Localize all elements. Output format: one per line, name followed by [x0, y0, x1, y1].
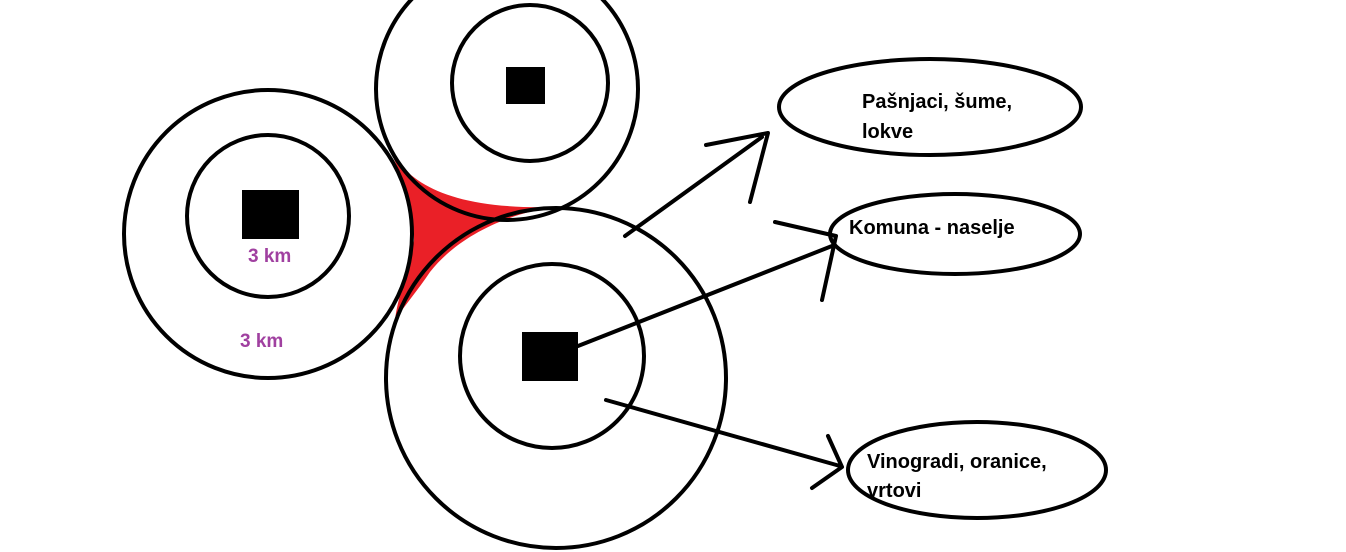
settlement-top — [374, 0, 640, 222]
zone-outer-ellipse — [777, 57, 1083, 157]
settlement-left-square — [242, 190, 299, 239]
settlement-left — [122, 88, 414, 380]
distance-label-outer: 3 km — [240, 331, 283, 352]
zone-center-ellipse — [828, 192, 1082, 276]
overlap-area — [383, 136, 554, 320]
zone-middle-ellipse — [846, 420, 1108, 520]
settlement-main-square — [522, 332, 578, 381]
arrow-to-outer-zone — [623, 131, 770, 238]
zone-outer-label-line2: lokve — [862, 121, 913, 143]
arrow-to-middle-zone — [604, 398, 844, 490]
settlement-top-square — [506, 67, 545, 104]
inner-ring — [185, 133, 351, 299]
distance-label-inner: 3 km — [248, 246, 291, 267]
zone-outer-label-line1: Pašnjaci, šume, — [862, 91, 1012, 113]
inner-ring — [458, 262, 646, 450]
inner-ring — [450, 3, 610, 163]
outer-ring — [122, 88, 414, 380]
zone-middle-label-line2: vrtovi — [867, 480, 921, 502]
zone-center-label: Komuna - naselje — [849, 217, 1015, 239]
settlement-main — [384, 206, 728, 550]
outer-ring — [384, 206, 728, 550]
outer-ring — [374, 0, 640, 222]
arrow-to-settlement — [576, 220, 838, 348]
zone-middle-label-line1: Vinogradi, oranice, — [867, 451, 1047, 473]
